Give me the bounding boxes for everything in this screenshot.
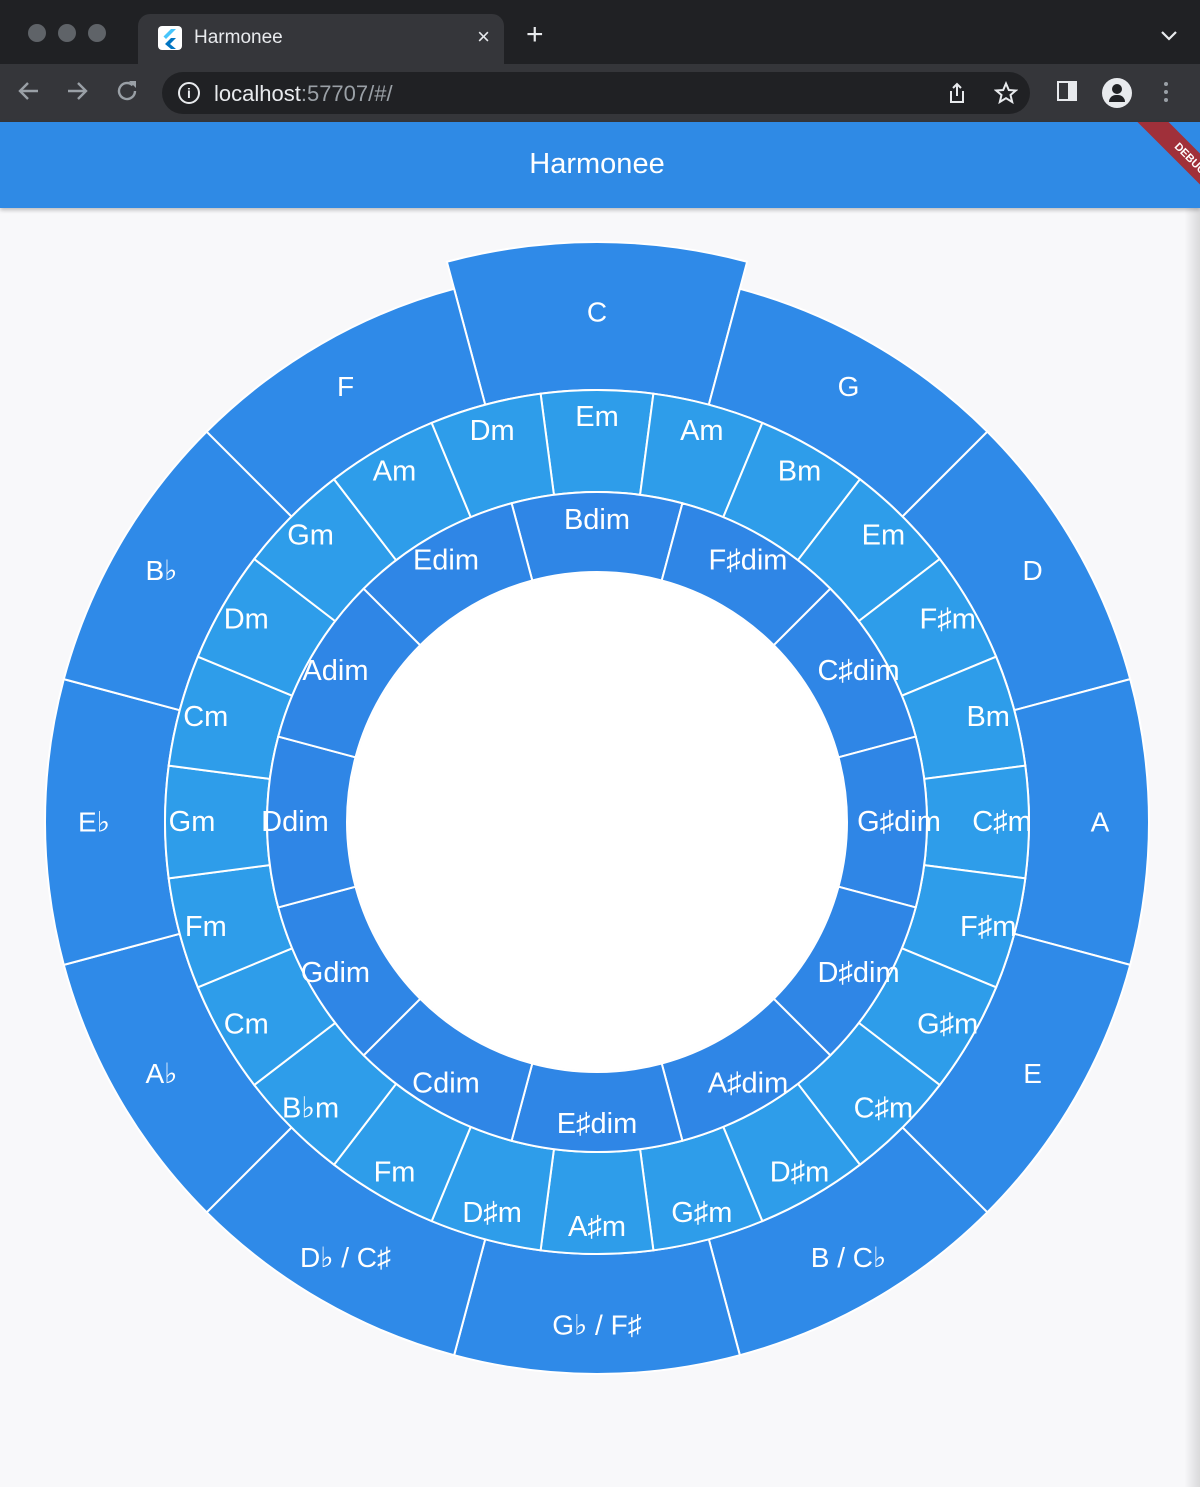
middle-label: Em — [862, 520, 906, 552]
inner-label: F♯dim — [709, 544, 788, 576]
inner-label: Edim — [413, 544, 479, 576]
site-info-icon[interactable]: i — [178, 82, 200, 104]
app-bar: Harmonee — [0, 122, 1200, 208]
middle-label: Am — [373, 455, 417, 487]
outer-segment-e-flat[interactable] — [44, 677, 181, 967]
tab-close-icon[interactable]: × — [477, 24, 490, 49]
outer-segment-a[interactable] — [1013, 677, 1150, 967]
url-text: localhost:57707/#/ — [214, 81, 393, 106]
debug-banner: DEBUG — [1110, 122, 1200, 212]
middle-label: B♭m — [282, 1092, 339, 1124]
new-tab-icon[interactable]: + — [526, 18, 544, 51]
middle-label: G♯m — [917, 1009, 978, 1041]
outer-label: C — [587, 297, 607, 328]
middle-label: F♯m — [960, 911, 1016, 943]
tab-search-chevron-down-icon[interactable] — [1160, 26, 1178, 47]
middle-label: G♯m — [671, 1197, 732, 1229]
inner-label: Cdim — [412, 1068, 480, 1100]
address-bar[interactable]: i localhost:57707/#/ — [162, 72, 1030, 114]
inner-label: E♯dim — [557, 1108, 638, 1140]
inner-label: Adim — [302, 655, 368, 687]
outer-label: D — [1022, 555, 1042, 586]
middle-label: Am — [680, 415, 724, 447]
flutter-favicon-icon — [158, 26, 182, 50]
window-close-dot[interactable] — [28, 24, 46, 42]
bookmark-star-icon[interactable] — [993, 80, 1019, 110]
middle-label: C♯m — [854, 1092, 914, 1124]
reload-icon[interactable] — [114, 78, 140, 109]
middle-label: A♯m — [568, 1211, 626, 1243]
inner-label: Ddim — [261, 806, 329, 838]
middle-label: Cm — [183, 701, 228, 733]
outer-label: A♭ — [145, 1058, 177, 1089]
window-minimize-dot[interactable] — [58, 24, 76, 42]
middle-label: D♯m — [462, 1197, 522, 1229]
profile-avatar-icon[interactable] — [1102, 78, 1132, 108]
more-menu-icon[interactable] — [1158, 80, 1174, 109]
inner-label: Gdim — [301, 957, 370, 989]
inner-label: A♯dim — [708, 1068, 789, 1100]
browser-toolbar: i localhost:57707/#/ — [0, 64, 1200, 122]
middle-label: C♯m — [972, 806, 1032, 838]
outer-label: E♭ — [78, 807, 110, 838]
tab-strip: Harmonee × + — [0, 0, 1200, 66]
outer-label: B / C♭ — [811, 1242, 886, 1273]
forward-arrow-icon[interactable] — [64, 78, 90, 109]
browser-tab[interactable]: Harmonee × — [138, 14, 504, 66]
inner-label: D♯dim — [817, 957, 899, 989]
outer-label: E — [1023, 1058, 1042, 1089]
back-arrow-icon[interactable] — [16, 78, 42, 109]
middle-label: F♯m — [920, 604, 976, 636]
middle-label: Bm — [966, 701, 1010, 733]
middle-label: Cm — [224, 1009, 269, 1041]
outer-label: G — [838, 371, 860, 402]
app-title: Harmonee — [529, 148, 665, 180]
middle-label: Em — [575, 401, 619, 433]
middle-label: Bm — [778, 455, 822, 487]
middle-label: Fm — [185, 911, 227, 943]
middle-label: Dm — [224, 604, 269, 636]
scroll-edge-shadow — [1184, 208, 1200, 1487]
inner-label: Bdim — [564, 504, 630, 536]
inner-label: C♯dim — [817, 655, 899, 687]
outer-label: F — [337, 371, 354, 402]
side-panel-icon[interactable] — [1056, 80, 1078, 107]
outer-label: D♭ / C♯ — [300, 1242, 391, 1273]
middle-label: Dm — [470, 415, 515, 447]
middle-label: D♯m — [770, 1157, 830, 1189]
middle-label: Gm — [169, 806, 216, 838]
middle-label: Gm — [287, 520, 334, 552]
outer-label: A — [1091, 807, 1110, 838]
window-zoom-dot[interactable] — [88, 24, 106, 42]
outer-label: G♭ / F♯ — [552, 1310, 641, 1341]
wheel-center — [348, 573, 846, 1071]
tab-title: Harmonee — [194, 27, 283, 48]
share-icon[interactable] — [946, 81, 968, 110]
outer-label: B♭ — [145, 555, 177, 586]
inner-segment-edim[interactable] — [362, 502, 534, 647]
middle-label: Fm — [374, 1157, 416, 1189]
inner-label: G♯dim — [857, 806, 941, 838]
outer-segment-g-flat-f-sharp[interactable] — [452, 1238, 742, 1375]
